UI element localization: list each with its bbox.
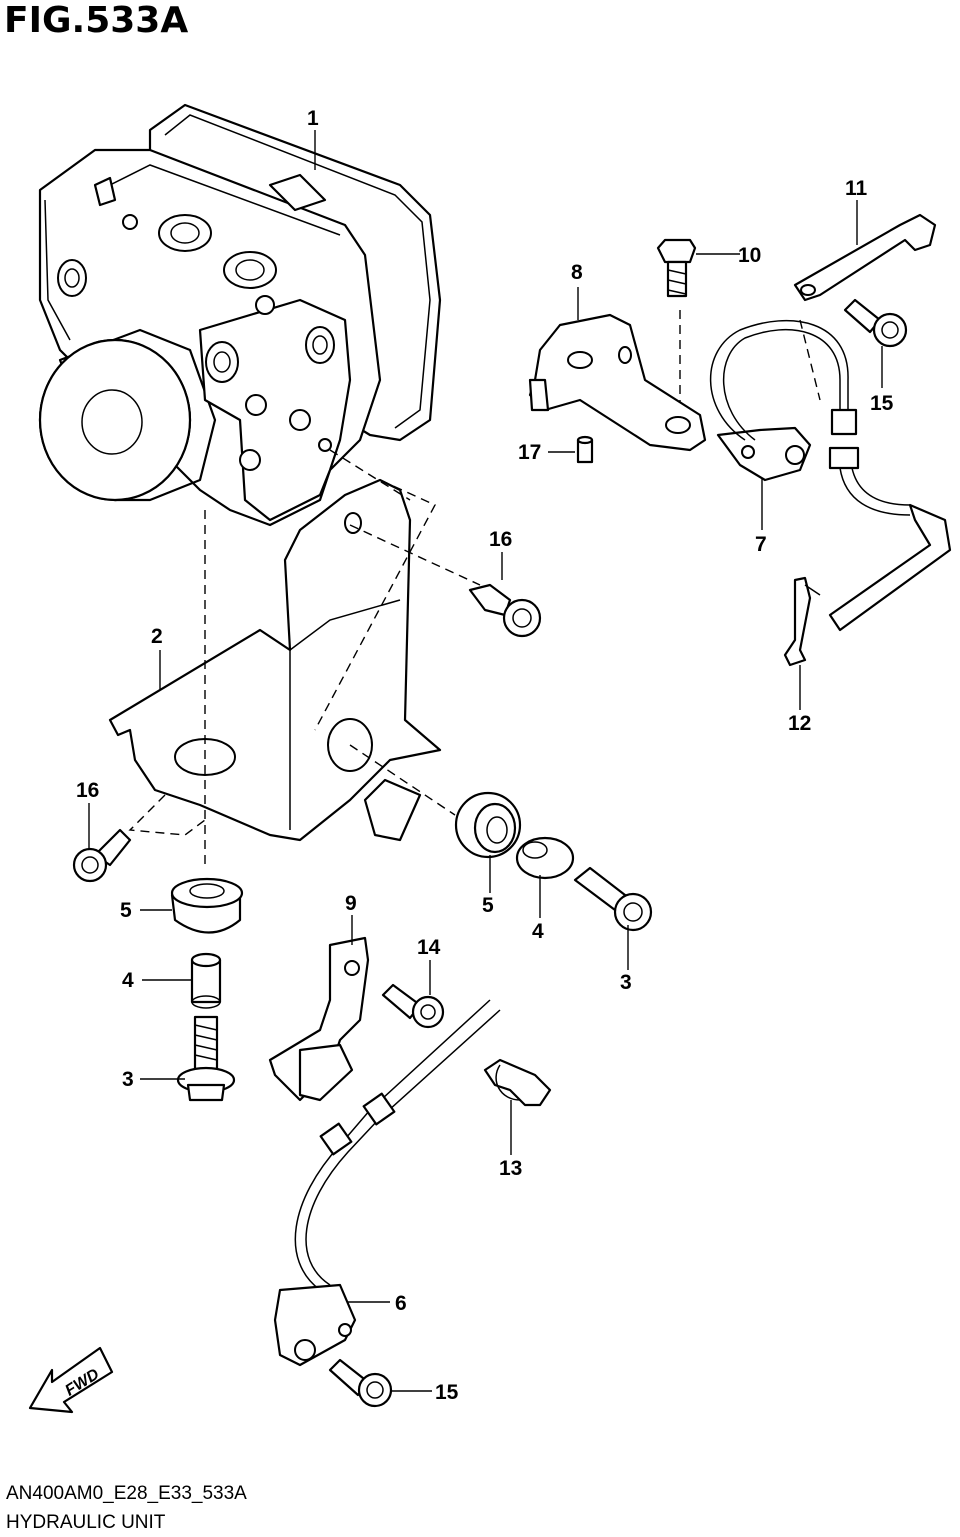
callout-3-lower: 3 [122,1068,134,1091]
bolt-14 [381,983,445,1029]
callout-labels: 1 2 3 3 4 4 5 5 6 7 8 9 10 11 12 13 14 1… [76,107,894,1404]
callout-13: 13 [499,1157,522,1180]
hydraulic-unit-part [38,103,442,527]
clamp-11 [793,213,937,302]
leader-lines [88,130,883,1392]
callout-7: 7 [755,533,767,556]
sensor-7 [709,319,952,632]
assembly-lines [128,310,821,870]
callout-10: 10 [738,244,761,267]
collar-4-left [190,952,222,1009]
sensor-6 [273,999,501,1367]
callout-6: 6 [395,1292,407,1315]
bolt-16-upper [468,583,542,638]
bracket-9 [268,936,370,1102]
callout-15-lower: 15 [435,1381,459,1404]
callout-16-lower: 16 [76,779,99,802]
figure-name: HYDRAULIC UNIT [6,1512,166,1533]
pin-17 [576,435,594,464]
callout-5-left: 5 [120,899,132,922]
callout-12: 12 [788,712,811,735]
callout-15-upper: 15 [870,392,894,415]
bolt-15-upper [843,298,908,348]
callout-17: 17 [518,441,541,464]
grommet-5-left [170,877,244,934]
fwd-arrow-icon: FWD [28,1346,114,1414]
callout-1: 1 [307,107,319,130]
callout-16-upper: 16 [489,528,512,551]
bolt-3-left [176,1015,236,1102]
callout-9: 9 [345,892,357,915]
callout-14: 14 [417,936,441,959]
callout-11: 11 [845,177,868,200]
sensor-bracket-8 [528,313,707,452]
callout-4-right: 4 [532,920,544,943]
callout-4-left: 4 [122,969,134,992]
bolt-3-right [573,866,653,932]
bolt-10 [656,238,697,298]
callout-5-right: 5 [482,894,494,917]
clip-12 [783,576,821,667]
callout-2: 2 [151,625,163,648]
clamp-13 [483,1058,552,1107]
figure-code: AN400AM0_E28_E33_533A [6,1483,247,1504]
figure-title: FIG.533A [4,0,189,41]
bolt-15-lower [328,1358,393,1408]
callout-3-right: 3 [620,971,632,994]
collar-4-right [515,836,575,880]
bolt-16-lower [72,828,132,883]
callout-8: 8 [571,261,583,284]
grommet-5-right [454,791,522,859]
